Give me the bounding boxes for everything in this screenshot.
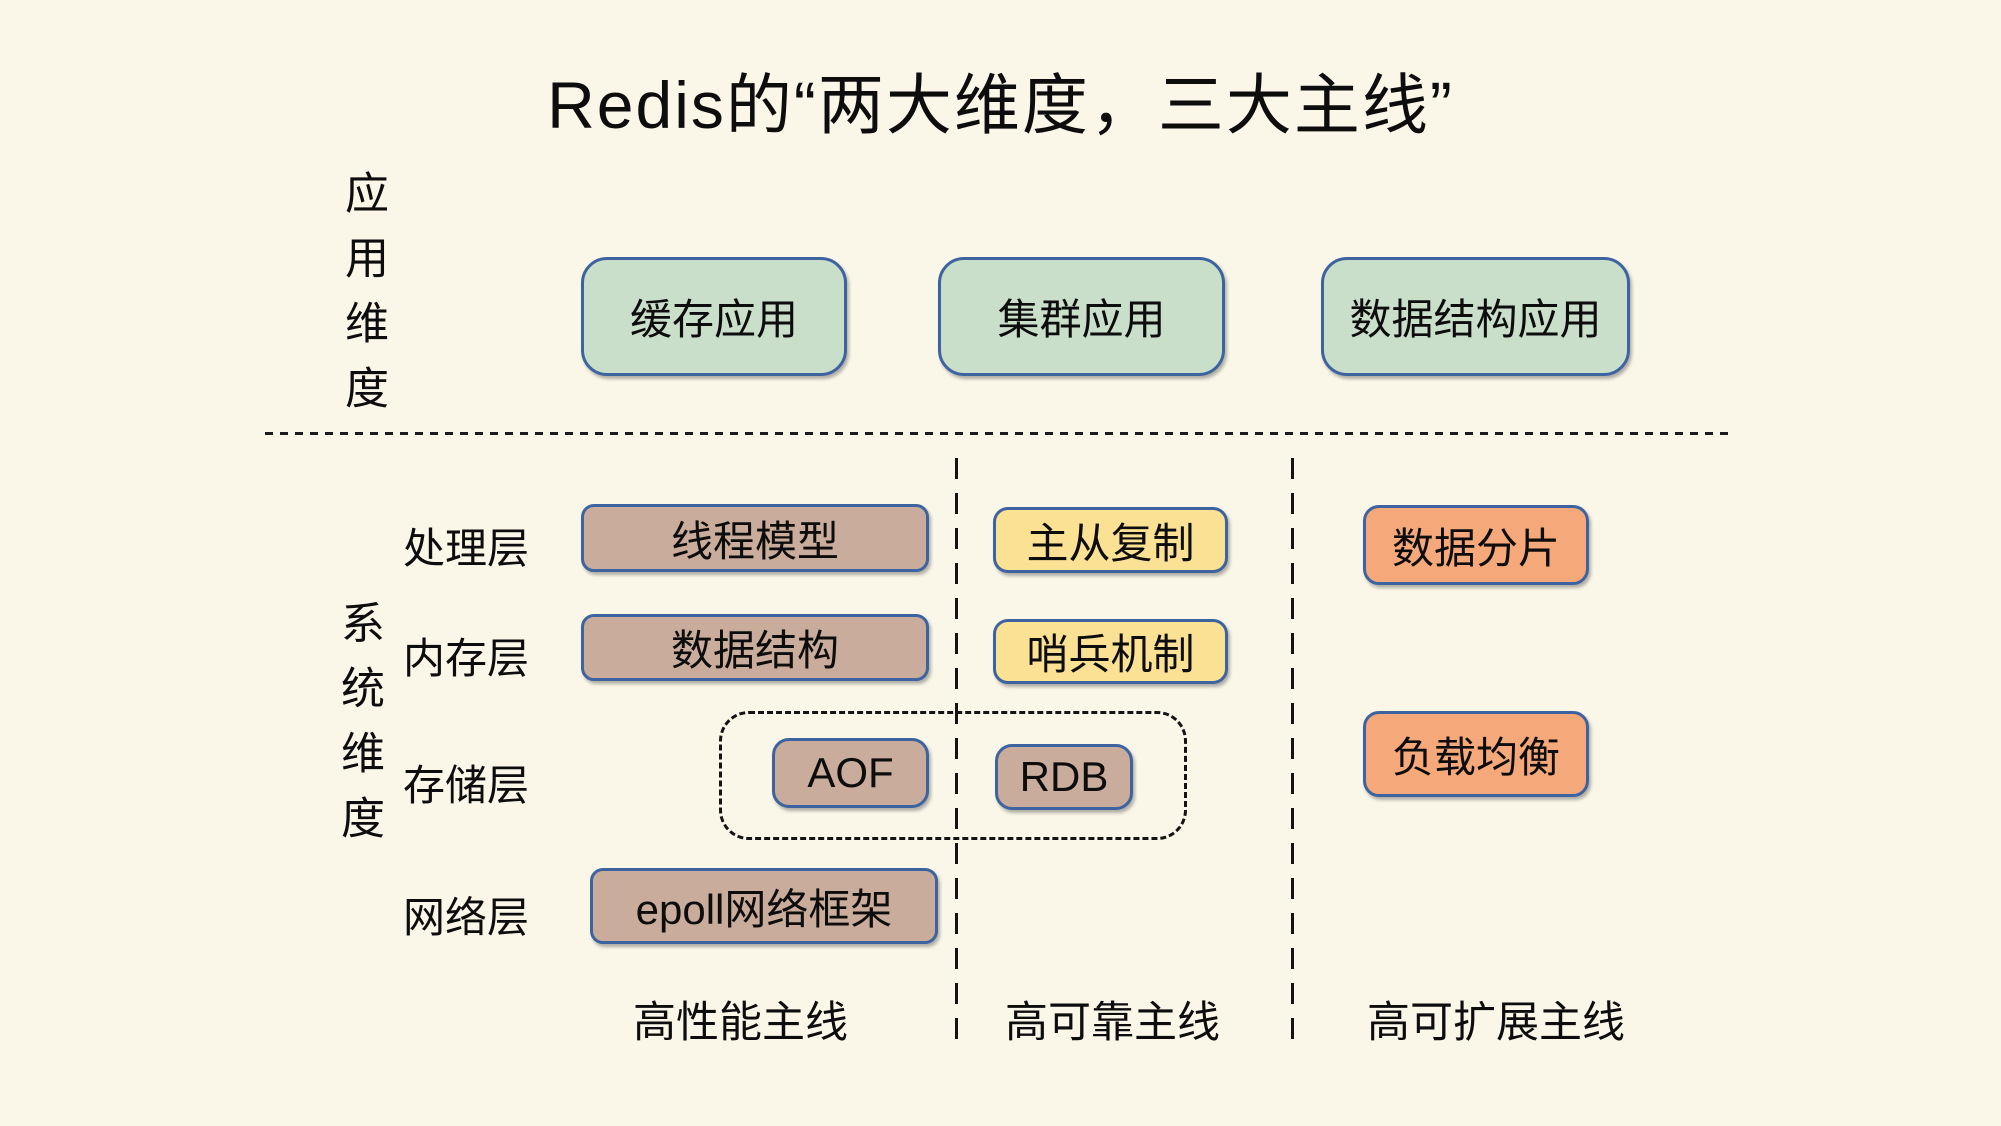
system-dimension-label: 系统维度 — [334, 600, 383, 860]
layer-label-network: 网络层 — [402, 894, 529, 941]
box-thread-model: 线程模型 — [581, 504, 929, 572]
box-master-slave-replication: 主从复制 — [993, 507, 1228, 573]
layer-label-storage: 存储层 — [402, 762, 529, 809]
box-epoll-network-framework: epoll网络框架 — [590, 868, 938, 944]
box-cluster-application: 集群应用 — [938, 257, 1225, 376]
layer-label-memory: 内存层 — [402, 635, 529, 682]
box-aof: AOF — [772, 738, 929, 808]
horizontal-dashed-divider — [265, 432, 1733, 435]
box-load-balancing: 负载均衡 — [1363, 711, 1589, 797]
box-sentinel-mechanism: 哨兵机制 — [993, 619, 1228, 684]
mainline-high-reliability: 高可靠主线 — [1005, 999, 1220, 1047]
mainline-high-performance: 高性能主线 — [633, 999, 848, 1047]
diagram-title: Redis的“两大维度，三大主线” — [547, 68, 1454, 142]
box-rdb: RDB — [995, 744, 1133, 810]
application-dimension-label: 应用维度 — [338, 170, 387, 430]
vertical-dashed-divider-2 — [1291, 458, 1294, 1040]
box-data-structure-application: 数据结构应用 — [1321, 257, 1630, 376]
vertical-dashed-divider-1 — [955, 458, 958, 1040]
persistence-dashed-group — [719, 711, 1187, 840]
box-cache-application: 缓存应用 — [581, 257, 847, 376]
layer-label-processing: 处理层 — [402, 525, 529, 572]
mainline-high-scalability: 高可扩展主线 — [1367, 999, 1625, 1047]
box-data-structure: 数据结构 — [581, 614, 929, 681]
box-data-sharding: 数据分片 — [1363, 505, 1589, 585]
